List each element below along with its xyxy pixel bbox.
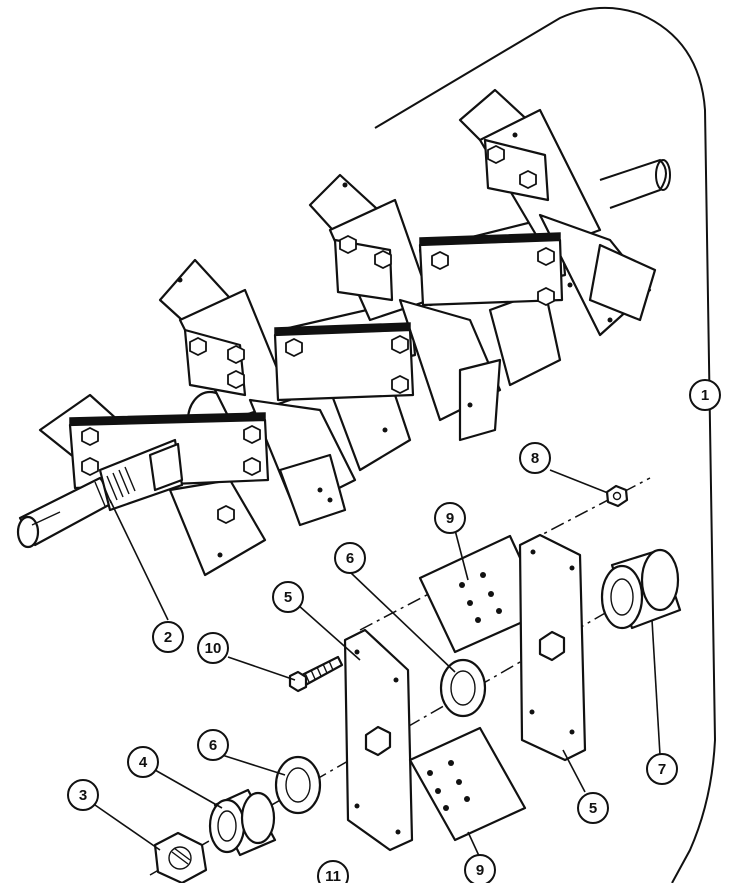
part-mounting-plate-left [343,628,414,852]
svg-text:11: 11 [325,868,341,883]
svg-text:1: 1 [701,387,709,404]
part-mounting-plate-right [518,533,587,762]
callout-labels: 1 2 3 4 5 5 6 6 7 8 9 9 10 11 [67,379,721,883]
part-tine-plate-lower [408,726,527,842]
callout-5-upper: 5 [272,581,304,613]
callout-4: 4 [127,746,159,778]
svg-text:10: 10 [205,640,222,657]
callout-2: 2 [152,621,184,653]
reel-assembly [16,88,671,577]
assembly-boundary [374,6,717,883]
part-washer-lower [274,755,322,815]
svg-text:2: 2 [164,629,172,646]
callout-6-lower: 6 [197,729,229,761]
part-spacer-left [208,788,277,857]
svg-text:4: 4 [139,754,148,771]
callout-9-upper: 9 [434,502,466,534]
callout-8: 8 [519,442,551,474]
svg-text:5: 5 [284,589,292,606]
svg-text:9: 9 [446,510,454,527]
callout-7: 7 [646,753,678,785]
callout-9-lower: 9 [464,854,496,883]
svg-text:8: 8 [531,450,539,467]
callout-11: 11 [317,860,349,883]
part-spacer-right [600,548,682,630]
svg-text:6: 6 [346,550,354,567]
svg-text:5: 5 [589,800,597,817]
part-bolt [288,655,344,693]
svg-text:3: 3 [79,787,87,804]
part-nut-large [153,831,208,883]
callout-6-upper: 6 [334,542,366,574]
part-washer-upper [439,658,487,718]
svg-text:9: 9 [476,862,484,879]
callout-5-lower: 5 [577,792,609,824]
callout-3: 3 [67,779,99,811]
svg-text:6: 6 [209,737,217,754]
callout-1: 1 [689,379,721,411]
callout-10: 10 [197,632,229,664]
part-nut-small [605,484,629,508]
svg-text:7: 7 [658,761,666,778]
